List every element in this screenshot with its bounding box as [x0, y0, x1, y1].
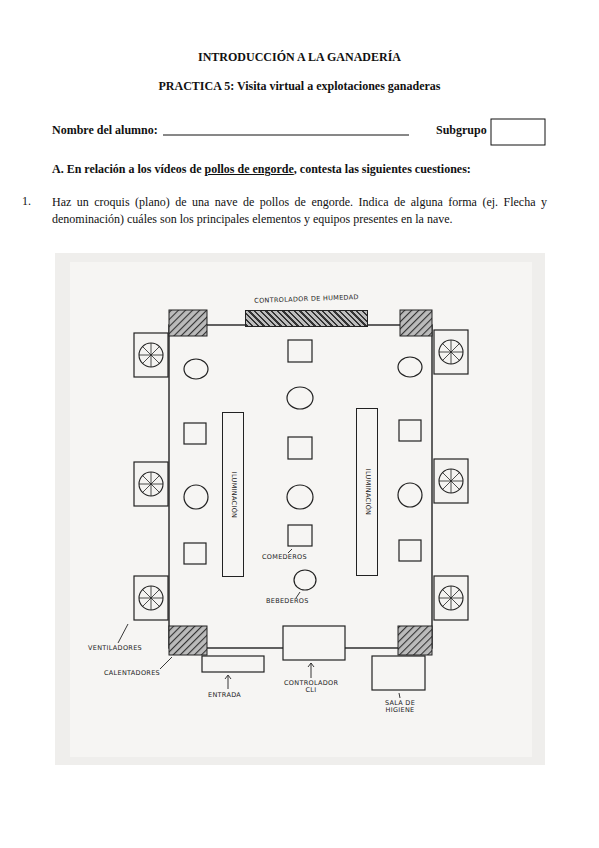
- feeder-symbol: [184, 340, 421, 564]
- form-field: Subgrupo: [436, 123, 487, 138]
- form-field: Nombre del alumno:: [52, 123, 158, 138]
- callout-label: CALENTADORES: [104, 670, 160, 677]
- photo-ground: [55, 253, 545, 765]
- callout-label: COMEDEROS: [262, 554, 307, 561]
- nave-outline: [169, 325, 432, 648]
- heater-symbol: [169, 310, 432, 655]
- lighting-bar: ILUMINACIÓN: [222, 412, 244, 577]
- section-heading: A. En relación a los vídeos de pollos de…: [52, 162, 471, 177]
- page-title: INTRODUCCIÓN A LA GANADERÍA: [0, 50, 599, 65]
- callout-label: CONTROLADOR CLI: [284, 680, 338, 695]
- section-heading-part: A. En relación a los vídeos de: [52, 162, 204, 176]
- callout-label: VENTILADORES: [88, 645, 142, 652]
- node-label: ILUMINACIÓN: [363, 469, 370, 515]
- name-underline: [163, 135, 409, 136]
- question-text: Haz un croquis (plano) de una nave de po…: [52, 194, 547, 228]
- fan-symbol: [134, 330, 468, 620]
- subgroup-box: [491, 119, 545, 145]
- callout-label: ENTRADA: [208, 692, 241, 699]
- subtitle: PRACTICA 5: Visita virtual a explotacion…: [0, 79, 599, 94]
- section-heading-part: pollos de engorde: [204, 162, 293, 176]
- lighting-bar: ILUMINACIÓN: [356, 408, 378, 576]
- section-heading-part: , contesta las siguientes cuestiones:: [294, 162, 471, 176]
- list-number: 1.: [22, 194, 31, 209]
- paper: [70, 262, 532, 757]
- humidity-controller: CONTROLADOR DE HUMEDAD: [245, 310, 368, 327]
- callout-label: BEBEDEROS: [266, 598, 309, 605]
- callout-label: SALA DE HIGIENE: [378, 700, 422, 715]
- node-label: ILUMINACIÓN: [229, 471, 236, 517]
- node-heading: CONTROLADOR DE HUMEDAD: [246, 294, 367, 306]
- drinker-symbol: [184, 357, 422, 590]
